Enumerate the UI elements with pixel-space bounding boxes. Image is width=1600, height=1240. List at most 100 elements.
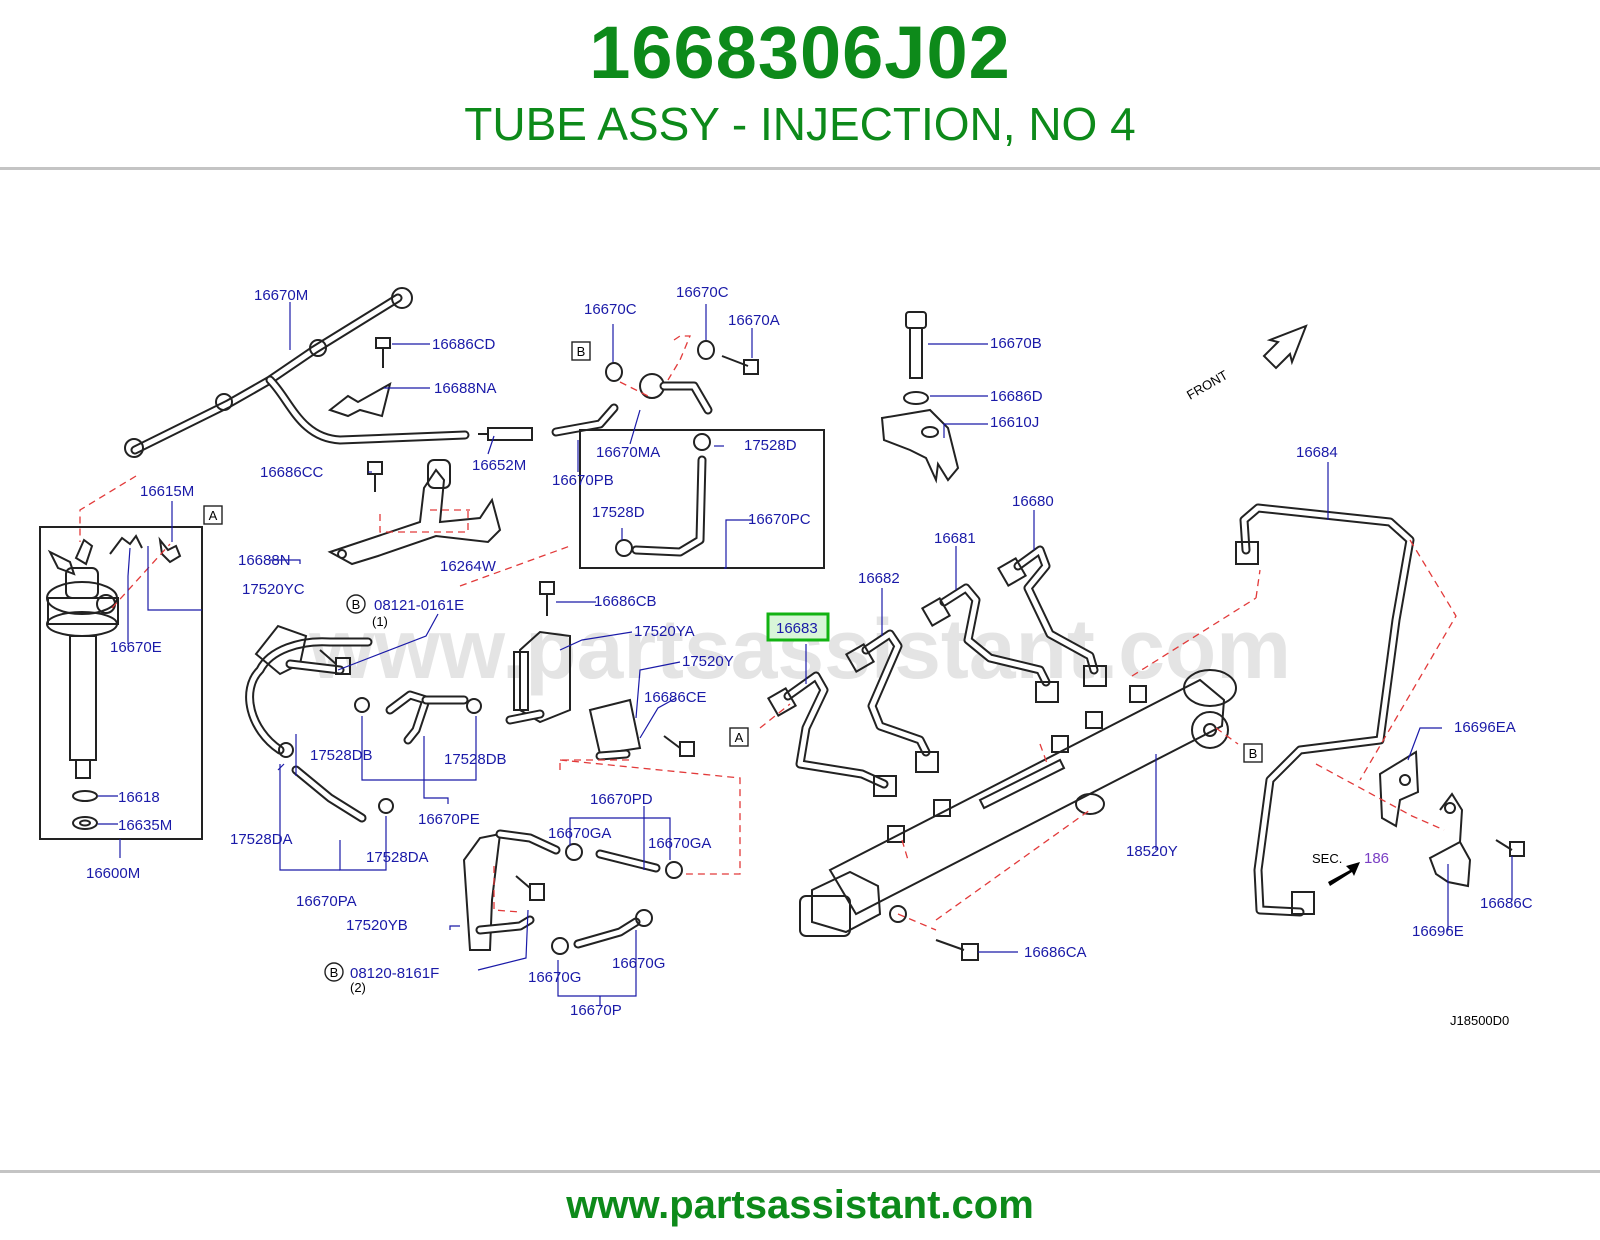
label-16684[interactable]: 16684 [1296, 444, 1338, 461]
label-16670PB[interactable]: 16670PB [552, 472, 614, 489]
label-16635M[interactable]: 16635M [118, 817, 172, 834]
tube-16680[interactable] [996, 545, 1107, 687]
hose-16670P[interactable] [573, 917, 641, 949]
bolt-16686CE[interactable] [663, 735, 695, 757]
return-gallery-16670M[interactable] [124, 287, 470, 458]
label-16615M[interactable]: 16615M [140, 483, 194, 500]
label-17528DA-left[interactable]: 17528DA [230, 831, 293, 848]
bracket-17520YA[interactable] [505, 630, 571, 725]
label-16670P[interactable]: 16670P [570, 1002, 622, 1019]
tube-17520YB[interactable] [462, 829, 561, 951]
label-16681[interactable]: 16681 [934, 530, 976, 547]
washer-16670C-left[interactable] [605, 362, 623, 382]
clamp-17528DB-left[interactable] [354, 697, 370, 713]
label-16670M[interactable]: 16670M [254, 287, 308, 304]
hose-16670PC[interactable] [631, 455, 707, 557]
clamp-16670G-right[interactable] [635, 909, 653, 927]
label-17528D-top[interactable]: 17528D [744, 437, 797, 454]
bracket-wire-16670E[interactable] [109, 534, 143, 555]
label-08121-0161E[interactable]: 08121-0161E [374, 597, 464, 614]
washer-16686D[interactable] [903, 391, 929, 405]
tube-16684[interactable] [1235, 503, 1415, 917]
label-16670PA[interactable]: 16670PA [296, 893, 357, 910]
bolt-16686CB[interactable] [539, 581, 555, 616]
hose-16670PA[interactable] [291, 765, 367, 823]
label-16686CC[interactable]: 16686CC [260, 464, 324, 481]
label-18520Y[interactable]: 18520Y [1126, 843, 1178, 860]
hose-16670PD[interactable] [595, 849, 661, 873]
label-17528DA-right[interactable]: 17528DA [366, 849, 429, 866]
washer-16635M[interactable] [72, 816, 98, 830]
label-16600M[interactable]: 16600M [86, 865, 140, 882]
label-16618[interactable]: 16618 [118, 789, 160, 806]
label-16683-highlighted[interactable]: 16683 [776, 620, 818, 637]
tube-17520YC[interactable] [245, 624, 373, 755]
label-16686CA[interactable]: 16686CA [1024, 944, 1087, 961]
label-16670C-left[interactable]: 16670C [584, 301, 637, 318]
label-16682[interactable]: 16682 [858, 570, 900, 587]
bolt-08120-8161F[interactable] [515, 875, 545, 901]
label-16670GA-left[interactable]: 16670GA [548, 825, 611, 842]
hose-16670PB[interactable] [551, 403, 619, 437]
bolt-16670A[interactable] [721, 355, 759, 375]
footer-url[interactable]: www.partsassistant.com [566, 1183, 1034, 1227]
sec-number[interactable]: 186 [1364, 850, 1389, 867]
label-16680[interactable]: 16680 [1012, 493, 1054, 510]
label-16652M[interactable]: 16652M [472, 457, 526, 474]
label-17520YC[interactable]: 17520YC [242, 581, 305, 598]
label-16670GA-right[interactable]: 16670GA [648, 835, 711, 852]
hose-16670PE[interactable] [385, 690, 469, 745]
label-16696EA[interactable]: 16696EA [1454, 719, 1516, 736]
injector-16600M[interactable] [46, 538, 119, 779]
label-08120-8161F[interactable]: 08120-8161F [350, 965, 439, 982]
bolt-16686CC[interactable] [367, 461, 383, 492]
label-16670E[interactable]: 16670E [110, 639, 162, 656]
oring-16618[interactable] [72, 790, 98, 802]
label-17528D-bottom[interactable]: 17528D [592, 504, 645, 521]
common-rail-18520Y[interactable] [799, 669, 1237, 937]
label-16670C-right[interactable]: 16670C [676, 284, 729, 301]
label-16686D[interactable]: 16686D [990, 388, 1043, 405]
bolt-16686CD[interactable] [375, 337, 391, 368]
label-16686CB[interactable]: 16686CB [594, 593, 657, 610]
clamp-17528DA-left[interactable] [278, 742, 294, 758]
bracket-16696EA[interactable] [1378, 750, 1420, 828]
label-16610J[interactable]: 16610J [990, 414, 1039, 431]
label-16686C[interactable]: 16686C [1480, 895, 1533, 912]
label-16264W[interactable]: 16264W [440, 558, 497, 575]
highlight-box-16683[interactable] [766, 612, 830, 642]
label-16670G-left[interactable]: 16670G [528, 969, 581, 986]
clip-16615M[interactable] [158, 536, 182, 564]
label-16686CD[interactable]: 16686CD [432, 336, 496, 353]
clamp-17528DA-right[interactable] [378, 798, 394, 814]
label-17528DB-left[interactable]: 17528DB [310, 747, 373, 764]
label-17520YA[interactable]: 17520YA [634, 623, 695, 640]
bracket-16688NA[interactable] [327, 381, 392, 418]
bolt-16686CA[interactable] [935, 939, 979, 961]
label-17520YB[interactable]: 17520YB [346, 917, 408, 934]
tube-16681[interactable] [920, 583, 1059, 703]
label-17520Y[interactable]: 17520Y [682, 653, 734, 670]
label-16670PC[interactable]: 16670PC [748, 511, 811, 528]
label-16686CE[interactable]: 16686CE [644, 689, 707, 706]
clamp-17528DB-right[interactable] [466, 698, 482, 714]
label-16696E[interactable]: 16696E [1412, 923, 1464, 940]
label-16670B[interactable]: 16670B [990, 335, 1042, 352]
tube-16683-highlighted[interactable] [766, 671, 897, 797]
label-16670PE[interactable]: 16670PE [418, 811, 480, 828]
label-16688N[interactable]: 16688N [238, 552, 291, 569]
eyebolt-16670MA[interactable] [639, 373, 713, 415]
connector-16652M[interactable] [478, 427, 533, 441]
bolt-16670B[interactable] [905, 311, 927, 379]
label-16688NA[interactable]: 16688NA [434, 380, 497, 397]
tube-16682[interactable] [844, 629, 939, 773]
bracket-16696E[interactable] [1428, 792, 1472, 888]
bolt-16686C[interactable] [1495, 839, 1525, 857]
bracket-17520Y[interactable] [588, 698, 642, 761]
bracket-16688N[interactable] [327, 459, 502, 566]
label-16670PD[interactable]: 16670PD [590, 791, 653, 808]
label-17528DB-right[interactable]: 17528DB [444, 751, 507, 768]
clamp-16670GA-right[interactable] [665, 861, 683, 879]
label-16670G-right[interactable]: 16670G [612, 955, 665, 972]
label-16670MA[interactable]: 16670MA [596, 444, 660, 461]
